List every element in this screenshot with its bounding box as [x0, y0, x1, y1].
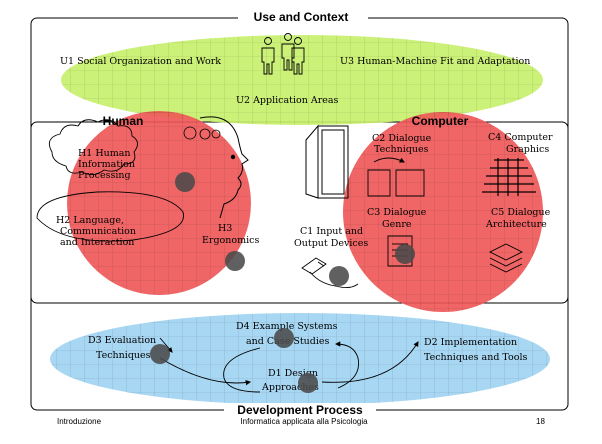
u3-label: U3 Human-Machine Fit and Adaptation	[340, 56, 530, 67]
thought-bubble-3	[211, 129, 221, 139]
human-grid	[67, 111, 251, 295]
head-profile-icon	[199, 116, 249, 219]
layers-icon	[488, 243, 524, 273]
arrow-d1-to-d2	[321, 341, 419, 383]
computer-title: Computer	[412, 114, 469, 128]
computer-grid	[343, 112, 543, 312]
input-device-icon	[301, 257, 359, 289]
u1-label: U1 Social Organization and Work	[60, 56, 221, 67]
dot-d1	[298, 373, 318, 393]
dot-h3	[225, 251, 245, 271]
u2-label: U2 Application Areas	[236, 95, 339, 106]
arrow-d3-to-d1	[159, 357, 252, 386]
development-title-bg	[224, 403, 376, 417]
thought-cloud-top	[48, 119, 138, 175]
development-title: Development Process	[237, 403, 363, 417]
dot-c1	[329, 266, 349, 286]
h2-label: H2 Language, Communication and Interacti…	[56, 215, 139, 248]
arrow-d4-loop-left	[223, 347, 261, 393]
d1-label: D1 Design Approaches	[261, 368, 321, 393]
dialogue-window-icons	[367, 157, 425, 197]
h1-label: H1 Human Information Processing	[78, 148, 138, 181]
arrow-d4-loop-right	[334, 341, 360, 389]
process-arrows	[159, 337, 419, 393]
human-title: Human	[103, 114, 144, 128]
c4-label: C4 Computer Graphics	[488, 132, 556, 155]
use-context-title-bg	[238, 10, 368, 24]
footer-left: Introduzione	[57, 417, 102, 426]
c5-label: C5 Dialogue Architecture	[485, 207, 553, 230]
h3-label: H3 Ergonomics	[202, 223, 259, 246]
thought-cloud-bottom	[36, 191, 185, 242]
c1-label: C1 Input and Output Devices	[294, 226, 368, 249]
d3-label: D3 Evaluation Techniques	[88, 335, 159, 361]
graphics-icon	[482, 158, 536, 196]
use-context-title: Use and Context	[254, 10, 349, 24]
thought-bubble-2	[199, 128, 211, 140]
dot-d4	[274, 328, 294, 348]
dot-d3	[150, 344, 170, 364]
highlight-dots	[150, 172, 415, 393]
c3-label: C3 Dialogue Genre	[367, 207, 429, 230]
use-context-grid	[61, 35, 543, 125]
c2-label: C2 Dialogue Techniques	[372, 133, 434, 155]
arrow-to-d3	[159, 337, 173, 353]
dot-c3	[395, 244, 415, 264]
monitor-icon	[305, 124, 349, 199]
people-icon	[261, 33, 305, 75]
thought-bubble-1	[183, 126, 197, 140]
footer-page-number: 18	[536, 417, 545, 426]
d2-label: D2 Implementation Techniques and Tools	[424, 337, 527, 363]
dot-h1	[175, 172, 195, 192]
footer-center: Informatica applicata alla Psicologia	[240, 417, 368, 426]
development-grid	[50, 313, 550, 405]
head-eye-icon	[230, 154, 236, 160]
